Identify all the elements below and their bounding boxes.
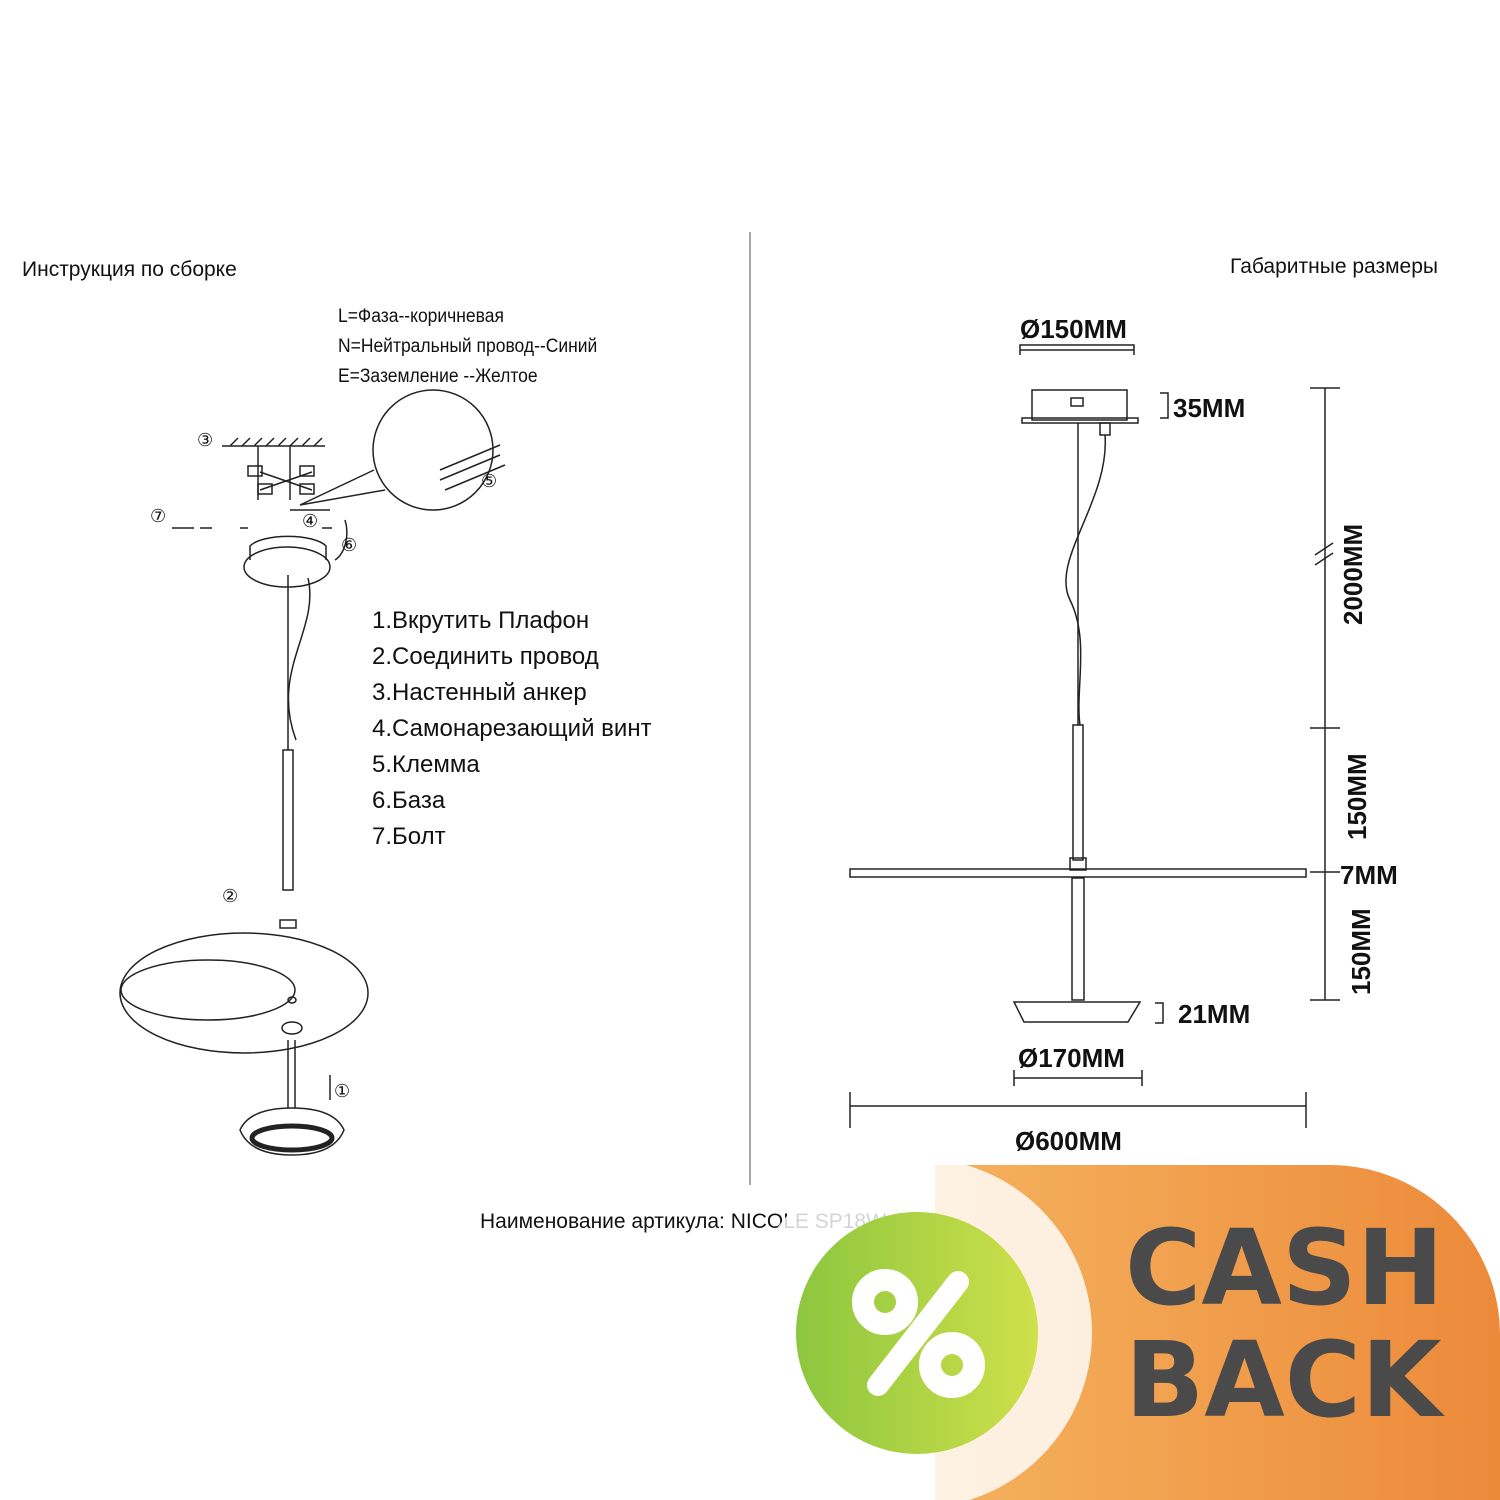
dim-lower-rod: 150MM	[1346, 908, 1376, 995]
step-item: 1.Вкрутить Плафон	[372, 607, 590, 634]
badge-text-cash: CASH	[1125, 1207, 1444, 1329]
dim-disc-thickness: 7MM	[1340, 860, 1398, 890]
dim-upper-rod: 150MM	[1342, 753, 1372, 840]
dimension-drawing	[849, 344, 1340, 1128]
callout-6: ⑥	[341, 535, 357, 556]
wiring-line: L=Фаза--коричневая	[338, 306, 504, 327]
dim-shade-height: 21MM	[1178, 999, 1250, 1029]
dim-canopy-height: 35MM	[1173, 393, 1245, 423]
step-item: 5.Клемма	[372, 751, 480, 778]
wiring-line: N=Нейтральный провод--Синий	[338, 336, 598, 357]
callout-4: ④	[302, 511, 318, 532]
dim-cable-length: 2000MM	[1338, 524, 1368, 625]
dimensions-title: Габаритные размеры	[1230, 255, 1438, 278]
article-name: Наименование артикула: NICOLE SP18W LED	[480, 1210, 933, 1233]
callout-5: ⑤	[481, 471, 497, 492]
step-item: 4.Самонарезающий винт	[372, 715, 652, 742]
callout-3: ③	[197, 430, 213, 451]
step-item: 2.Соединить провод	[372, 643, 599, 670]
dim-shade-diameter: Ø170MM	[1018, 1043, 1125, 1073]
dimension-labels: Ø150MM 35MM 2000MM 150MM 7MM 150MM 21MM …	[1015, 314, 1398, 1156]
wiring-legend: L=Фаза--коричневая N=Нейтральный провод-…	[338, 302, 597, 392]
callouts: ③ ⑦ ④ ⑥ ⑤ ② ①	[150, 430, 497, 1102]
step-item: 7.Болт	[372, 823, 446, 850]
callout-1: ①	[334, 1081, 350, 1102]
dim-disc-diameter: Ø600MM	[1015, 1126, 1122, 1156]
badge-text-back: BACK	[1125, 1319, 1442, 1441]
assembly-steps: 1.Вкрутить Плафон 2.Соединить провод 3.Н…	[372, 603, 652, 855]
step-item: 6.База	[372, 787, 446, 814]
wiring-line: E=Заземление --Желтое	[338, 366, 538, 387]
step-item: 3.Настенный анкер	[372, 679, 587, 706]
assembly-title: Инструкция по сборке	[22, 258, 237, 281]
callout-7: ⑦	[150, 506, 166, 527]
dim-canopy-diameter: Ø150MM	[1020, 314, 1127, 344]
assembly-drawing	[119, 389, 506, 1156]
callout-2: ②	[222, 886, 238, 907]
